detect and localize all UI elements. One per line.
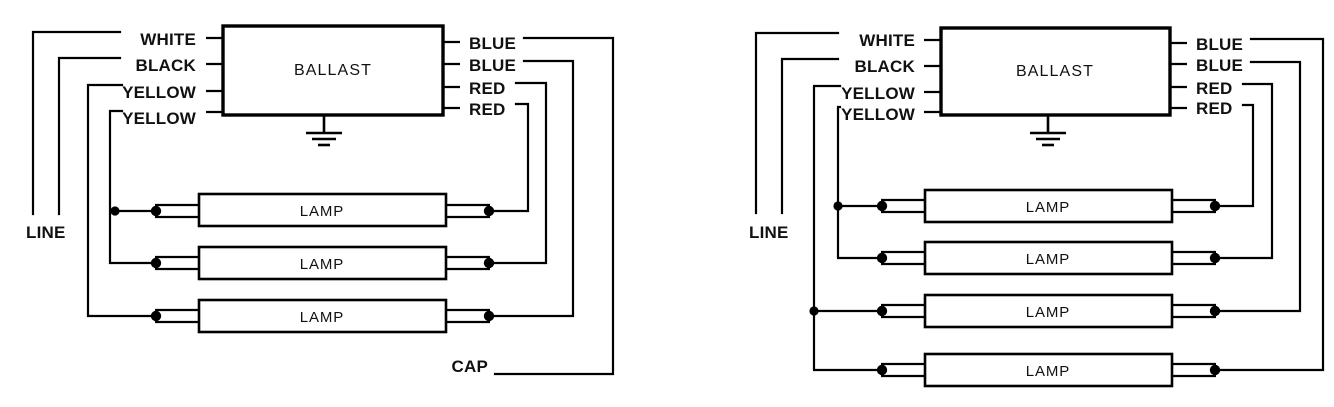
four-lamp-wiring-diagram: BALLAST WHITE BLACK YELLOW YELLOW BLUE B… [749,26,1325,388]
lead-label-yellow-1: YELLOW [841,84,916,103]
wire-blue2-to-lamp3 [1213,60,1302,313]
lead-label-blue-2: BLUE [1196,56,1243,75]
lamp-2: LAMP [150,245,495,281]
lead-label-blue-1: BLUE [1196,35,1243,54]
lamp-label: LAMP [1026,199,1070,216]
lamp-pin-left [150,257,162,269]
lead-label-white: WHITE [859,31,915,50]
wire-yellow2-to-lamp2 [108,109,154,265]
wire-yellow1-to-lamp3 [86,83,154,318]
lamp-pin-left [150,310,162,322]
lead-label-blue-2: BLUE [469,56,516,75]
three-lamp-wiring-diagram: BALLAST WHITE BLACK YELLOW YELLOW BLUE B… [26,24,615,376]
wire-blue1-to-lamp4 [1213,37,1325,372]
lamp-label: LAMP [300,309,344,326]
lead-label-black: BLACK [136,56,197,75]
wire-white-to-line [754,31,840,215]
ballast-body [221,24,445,117]
ground-icon [306,115,342,147]
lead-label-yellow-1: YELLOW [122,83,197,102]
lamp-label: LAMP [1026,363,1070,380]
wire-black-to-line [780,57,840,215]
line-label: LINE [749,223,789,242]
wire-red1-to-lamp2 [1213,82,1274,260]
ballast-label: BALLAST [1016,63,1094,80]
lead-label-yellow-2: YELLOW [122,109,197,128]
junction-node-yellow1 [809,306,819,316]
lamp-pin-left [876,200,888,212]
ground-icon [1030,115,1066,147]
lead-label-blue-1: BLUE [469,34,516,53]
wire-blue1-to-cap [493,36,615,376]
lead-label-red-1: RED [1196,79,1233,98]
lamp-pin-left [876,305,888,317]
lead-label-red-1: RED [469,79,506,98]
lamp-label: LAMP [300,203,344,220]
lead-label-black: BLACK [855,57,916,76]
lamp-pin-left [876,364,888,376]
wire-red1-to-lamp2 [487,81,548,265]
junction-node-yellow2 [833,201,843,211]
wire-yellow1-to-lamp4 [812,84,880,372]
wire-blue2-to-lamp3 [487,59,575,318]
ballast-body [939,26,1172,117]
junction-node-yellow2 [110,206,120,216]
lead-label-red-2: RED [1196,99,1233,118]
wire-black-to-line [57,56,122,216]
lamp-4: LAMP [876,352,1221,388]
lead-label-yellow-2: YELLOW [841,105,916,124]
wire-white-to-line [31,30,122,216]
lamp-3: LAMP [150,298,495,334]
line-label: LINE [26,223,66,242]
lamp-2: LAMP [876,240,1221,276]
lamp-3: LAMP [876,293,1221,329]
lamp-label: LAMP [1026,304,1070,321]
ballast-label: BALLAST [294,62,372,79]
wire-red2-to-lamp1 [487,102,530,213]
lamp-label: LAMP [1026,251,1070,268]
cap-label: CAP [452,357,489,376]
lamp-pin-left [876,252,888,264]
wire-red2-to-lamp1 [1213,103,1255,208]
lamp-pin-left [150,205,162,217]
lamp-1: LAMP [150,192,495,228]
lead-label-white: WHITE [140,30,196,49]
lamp-1: LAMP [876,188,1221,224]
wire-yellow2-to-lamp2 [836,105,880,260]
lamp-label: LAMP [300,256,344,273]
lead-label-red-2: RED [469,100,506,119]
